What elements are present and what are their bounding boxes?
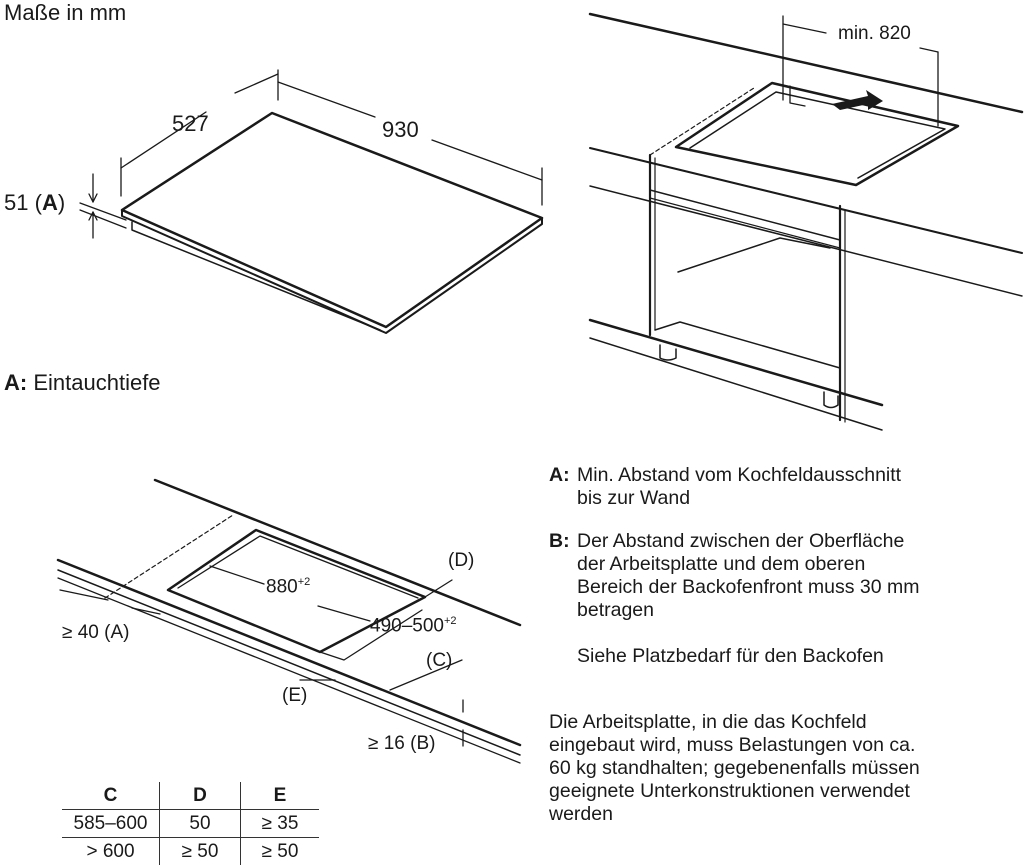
cabinet-drawing [588, 12, 1024, 431]
table-cell: 50 [159, 809, 241, 838]
units-label: Maße in mm [4, 0, 127, 25]
cabinet-min-label: min. 820 [838, 23, 911, 44]
hob-legend: A: Eintauchtiefe [4, 370, 161, 395]
notes-panel: A:Min. Abstand vom Kochfeldausschnitt bi… [549, 464, 1019, 668]
note-b: B:Der Abstand zwischen der Oberfläche de… [549, 530, 920, 621]
b-distance-label: ≥ 16 (B) [368, 733, 436, 754]
d-label: (D) [448, 550, 475, 571]
cutout-width-label: 880+2 [266, 576, 311, 598]
clearance-table: C D E 585–600 50 ≥ 35 > 600 ≥ 50 ≥ 50 [62, 782, 319, 865]
table-header-row: C D E [62, 782, 319, 810]
cutout-depth-label: 490–500+2 [370, 615, 457, 637]
hob-depth-label: 527 [172, 111, 209, 136]
a-distance-label: ≥ 40 (A) [62, 622, 130, 643]
table-cell: > 600 [62, 837, 160, 865]
load-note: Die Arbeitsplatte, in die das Kochfeld e… [549, 711, 920, 825]
table-header: E [240, 782, 319, 810]
hob-width-label: 930 [382, 117, 419, 142]
table-row: 585–600 50 ≥ 35 [62, 809, 319, 838]
table-cell: ≥ 50 [240, 837, 319, 865]
table-cell: ≥ 50 [159, 837, 241, 865]
table-cell: 585–600 [62, 809, 160, 838]
worktop-drawing [56, 478, 522, 764]
table-row: > 600 ≥ 50 ≥ 50 [62, 837, 319, 865]
note-a: A:Min. Abstand vom Kochfeldausschnitt bi… [549, 464, 902, 509]
table-header: C [103, 784, 118, 806]
table-header: D [159, 782, 241, 810]
hob-height-label: 51 (A) [4, 190, 66, 215]
table-cell: ≥ 35 [240, 809, 319, 838]
hob-drawing [79, 69, 544, 334]
c-label: (C) [426, 650, 453, 671]
note-oven: Siehe Platzbedarf für den Backofen [577, 645, 884, 667]
e-label: (E) [282, 685, 308, 706]
arrow-left-icon [832, 90, 883, 110]
